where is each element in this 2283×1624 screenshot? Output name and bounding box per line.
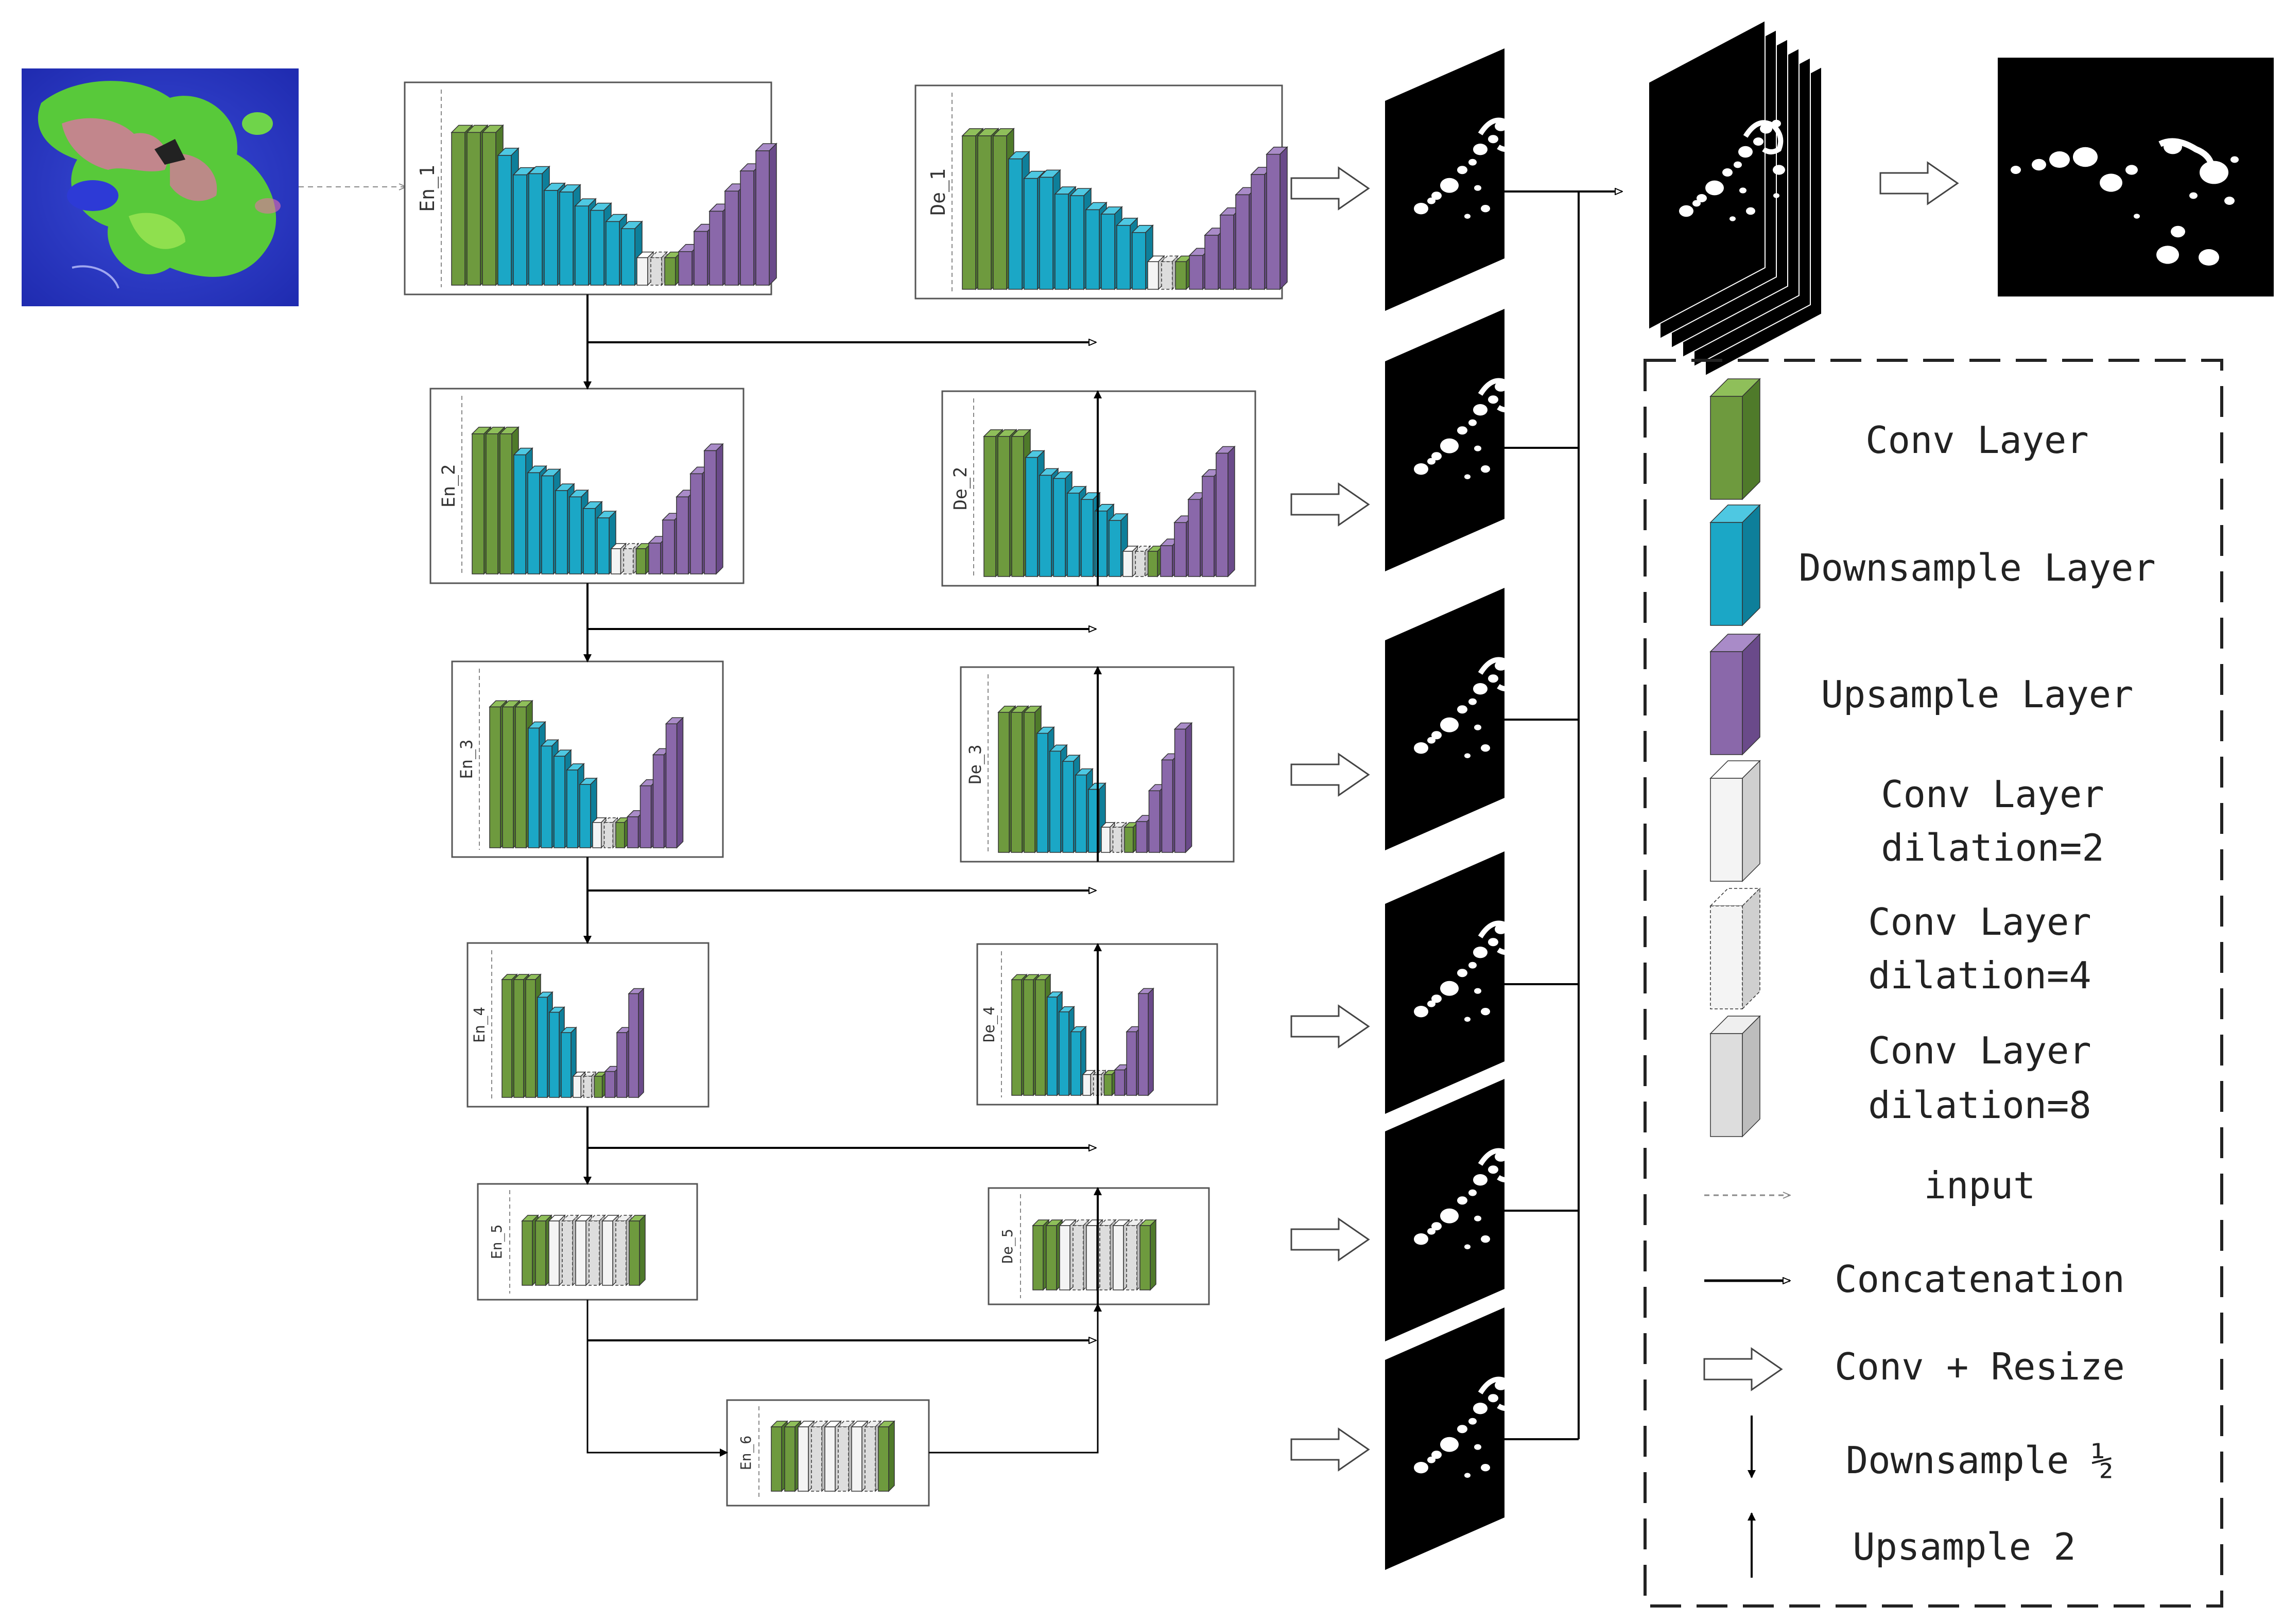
upsample-layer <box>1173 722 1193 853</box>
dilation8-swatch <box>1709 1015 1761 1138</box>
legend-downsample-half: Downsample ½ <box>1846 1439 2114 1482</box>
legend: Conv Layer Downsample Layer Upsample Lay… <box>1644 359 2223 1608</box>
side-output-map <box>1385 1307 1520 1570</box>
legend-concatenation: Concatenation <box>1835 1258 2125 1301</box>
en-3-block: En_3 <box>451 660 724 858</box>
side-output-map <box>1385 1079 1520 1341</box>
block-label: De_4 <box>980 1006 998 1042</box>
upsample-layer-swatch <box>1709 633 1761 756</box>
input-satellite-image <box>22 68 299 306</box>
side-output-map <box>1385 851 1520 1114</box>
downsample-layer <box>560 1026 577 1098</box>
legend-dil8-line1: Conv Layer <box>1868 1029 2091 1072</box>
decoder-stack: De_1De_2De_3De_4De_5 <box>914 84 1288 1305</box>
dilated-conv-layer <box>582 1071 597 1098</box>
conv-resize-arrow <box>1290 482 1370 527</box>
upsample-layer <box>1137 987 1154 1096</box>
block-label: En_5 <box>488 1225 506 1259</box>
en-5-block: En_5 <box>477 1183 698 1301</box>
downsample-arrow <box>586 1300 728 1457</box>
block-label: En_1 <box>416 165 439 212</box>
legend-input: input <box>1924 1164 2036 1207</box>
legend-dil4-line2: dilation=4 <box>1868 954 2091 997</box>
final-output-map <box>1998 58 2274 296</box>
en-2-block: En_2 <box>429 388 745 584</box>
conv-layer-swatch <box>1709 378 1761 500</box>
block-label: De_2 <box>950 467 971 510</box>
legend-dil8-line2: dilation=8 <box>1868 1084 2091 1127</box>
dilated-conv-layer <box>1112 822 1128 853</box>
conv-resize-swatch <box>1703 1347 1783 1391</box>
dilation4-swatch <box>1709 887 1761 1010</box>
conv-resize-arrow <box>1290 1004 1370 1049</box>
conv-layer <box>593 1071 608 1098</box>
legend-conv-layer: Conv Layer <box>1865 418 2088 462</box>
upsample-arrow <box>929 1303 1102 1454</box>
block-label: De_5 <box>999 1229 1016 1263</box>
upsample-layer <box>1266 146 1288 290</box>
de-2-block: De_2 <box>941 390 1256 587</box>
block-label: De_1 <box>927 168 950 216</box>
dilated-conv-layer <box>561 1214 579 1286</box>
conv-resize-arrow <box>1879 161 1959 205</box>
side-output-map <box>1385 588 1520 850</box>
downsample-layer <box>1087 782 1106 853</box>
block-label: En_4 <box>471 1007 489 1043</box>
upsample-layer <box>665 717 684 849</box>
legend-symbols <box>1703 378 1790 1578</box>
en-1-block: En_1 <box>404 81 777 295</box>
downsample-layer <box>1108 513 1129 578</box>
upsample-layer <box>703 443 724 575</box>
stacked-feature-maps <box>1648 20 1822 377</box>
side-output-maps <box>1290 20 2274 1570</box>
legend-dil2-line2: dilation=2 <box>1881 826 2104 869</box>
conv-layer <box>1103 1069 1117 1096</box>
side-output-map <box>1385 309 1520 571</box>
conv-layer <box>1139 1219 1157 1291</box>
side-output-map <box>1385 48 1520 311</box>
encoder-stack: En_1En_2En_3En_4En_5En_6 <box>404 81 930 1507</box>
legend-dil2-line1: Conv Layer <box>1881 773 2104 816</box>
block-label: En_2 <box>439 464 459 508</box>
dilation2-swatch <box>1709 760 1761 882</box>
dilated-conv-layer <box>1092 1069 1106 1096</box>
en-6-block: En_6 <box>726 1399 930 1507</box>
conv-layer <box>628 1214 646 1286</box>
legend-frame <box>1644 359 2223 1608</box>
conv-resize-arrow <box>1290 1427 1370 1472</box>
downsample-layer <box>579 777 598 849</box>
conv-layer <box>877 1420 895 1492</box>
dilated-conv-layer <box>1082 1069 1096 1096</box>
legend-downsample-layer: Downsample Layer <box>1798 546 2156 589</box>
conv-layer <box>501 973 518 1098</box>
block-label: De_3 <box>965 744 985 784</box>
legend-upsample-layer: Upsample Layer <box>1821 673 2134 716</box>
block-label: En_3 <box>457 739 476 779</box>
legend-conv-resize: Conv + Resize <box>1835 1345 2125 1388</box>
dilated-conv-layer <box>572 1071 586 1098</box>
legend-dil4-line1: Conv Layer <box>1868 900 2091 944</box>
de-1-block: De_1 <box>914 84 1288 300</box>
connections <box>583 294 1102 1457</box>
legend-upsample-2: Upsample 2 <box>1853 1525 2076 1568</box>
conv-resize-arrow <box>1290 753 1370 797</box>
downsample-layer-swatch <box>1709 504 1761 626</box>
conv-resize-arrow <box>1290 166 1370 211</box>
upsample-layer <box>755 143 777 286</box>
block-label: En_6 <box>737 1436 755 1470</box>
dilated-conv-layer <box>810 1420 828 1492</box>
downsample-layer <box>1058 1005 1075 1096</box>
en-4-block: En_4 <box>466 942 710 1108</box>
downsample-layer <box>620 220 643 286</box>
upsample-layer <box>1215 445 1236 578</box>
upsample-layer <box>628 987 645 1098</box>
conv-resize-arrow <box>1290 1217 1370 1262</box>
dilated-conv-layer <box>1112 1219 1130 1291</box>
de-5-block: De_5 <box>988 1187 1210 1305</box>
